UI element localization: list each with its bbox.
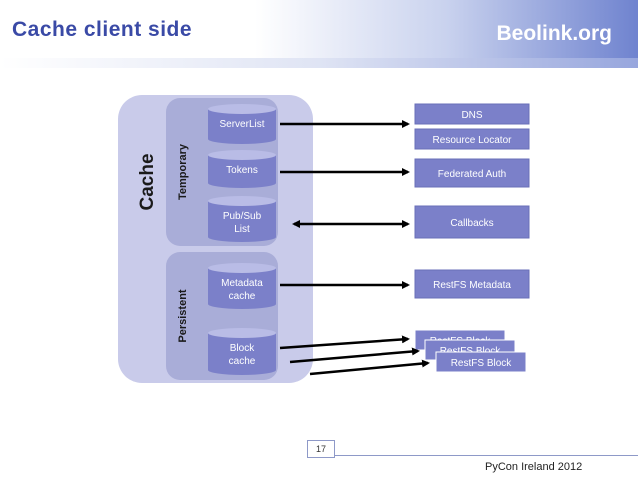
block-text-2: cache (229, 356, 256, 367)
serverlist-cylinder: ServerList (208, 104, 276, 144)
federated-auth-text: Federated Auth (438, 169, 506, 180)
pubsub-text-1: Pub/Sub (223, 211, 262, 222)
arrow-block-2 (289, 347, 420, 364)
tokens-cylinder: Tokens (208, 150, 276, 188)
metadata-cylinder: Metadata cache (208, 263, 276, 309)
pubsub-text-2: List (234, 224, 250, 235)
slide-title: Cache client side (12, 18, 193, 41)
brand-logo-text: Beolink.org (496, 22, 612, 45)
temporary-label: Temporary (177, 143, 189, 200)
cache-label: Cache (137, 153, 158, 210)
federated-auth-box: Federated Auth (414, 158, 530, 188)
arrow-block-3 (309, 359, 430, 376)
header-rule (0, 58, 638, 68)
metadata-text-2: cache (229, 291, 256, 302)
slide-header (0, 0, 638, 68)
dns-box: DNS (414, 103, 530, 125)
persistent-label: Persistent (177, 289, 189, 343)
dns-text: DNS (461, 110, 482, 121)
resource-locator-text: Resource Locator (433, 135, 513, 146)
callbacks-box: Callbacks (414, 205, 530, 239)
page-number: 17 (307, 440, 335, 458)
restfs-block-text-3: RestFS Block (451, 358, 513, 369)
tokens-text: Tokens (226, 165, 258, 176)
serverlist-text: ServerList (219, 119, 264, 130)
footer-rule (312, 455, 638, 456)
resource-locator-box: Resource Locator (414, 128, 530, 150)
pubsub-cylinder: Pub/Sub List (208, 196, 276, 242)
restfs-metadata-text: RestFS Metadata (433, 280, 511, 291)
footer-text: PyCon Ireland 2012 (485, 461, 583, 473)
restfs-metadata-box: RestFS Metadata (414, 269, 530, 299)
arrow-block-1 (279, 335, 410, 350)
callbacks-text: Callbacks (450, 218, 493, 229)
metadata-text-1: Metadata (221, 278, 263, 289)
block-cylinder: Block cache (208, 328, 276, 375)
block-text-1: Block (230, 343, 255, 354)
restfs-block-box-3: RestFS Block (435, 351, 527, 373)
